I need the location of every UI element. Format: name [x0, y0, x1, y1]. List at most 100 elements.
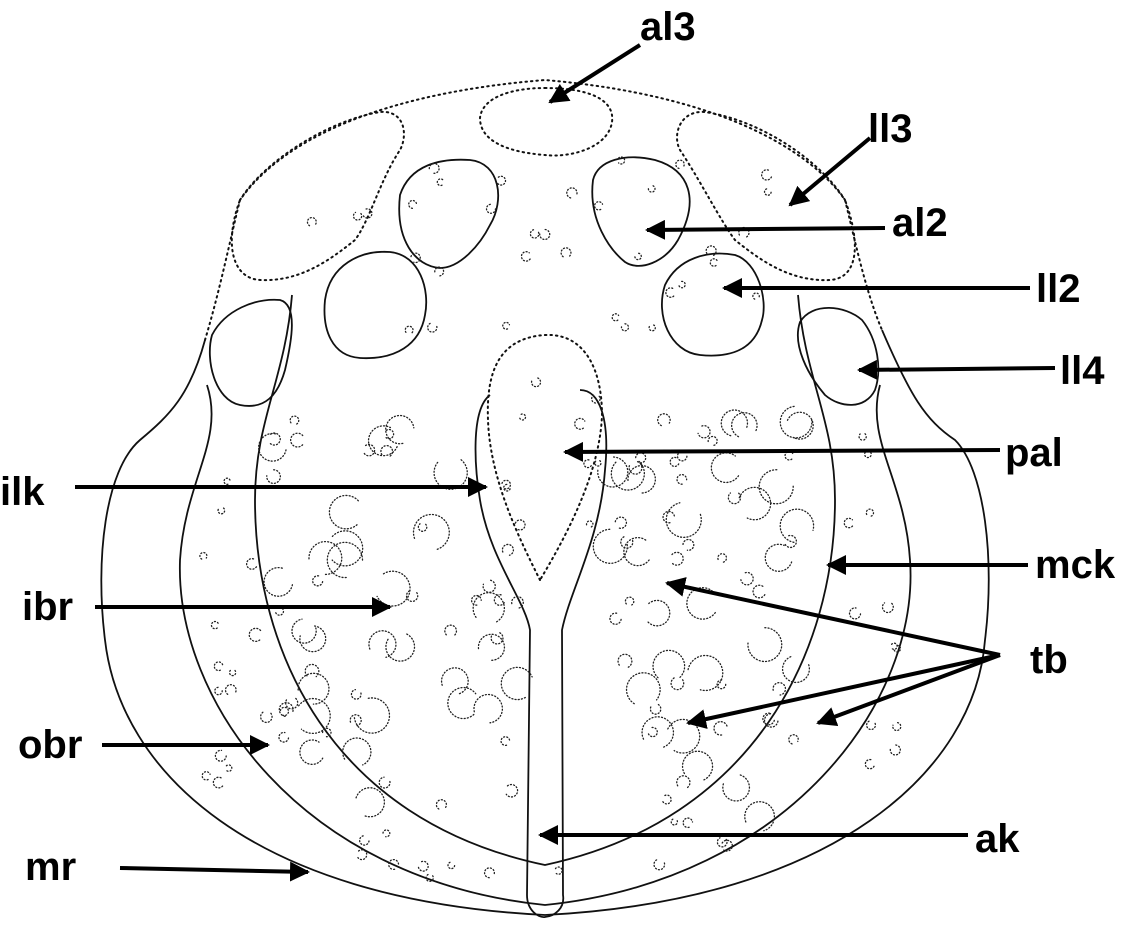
tubercle-pit — [707, 435, 718, 447]
tubercle-pit — [417, 523, 428, 532]
tubercle-pit — [291, 618, 317, 644]
median-keel — [474, 389, 608, 918]
tubercle-pit — [382, 829, 391, 838]
label-ilk: ilk — [0, 470, 45, 514]
tubercle-pit — [225, 764, 233, 772]
tubercle-pit — [761, 169, 773, 181]
tubercle-pit — [671, 551, 684, 566]
tubercle-pit — [482, 579, 496, 593]
tubercle-pit — [352, 211, 363, 221]
al2-arrow — [645, 219, 886, 240]
tubercle-pit — [490, 632, 504, 645]
tubercle-pit — [593, 201, 604, 211]
tubercle-pit — [717, 553, 728, 563]
label-ak: ak — [975, 817, 1020, 861]
tubercle-pit — [378, 776, 391, 789]
tubercle-pit — [788, 734, 799, 745]
tubercle-pit — [624, 596, 635, 606]
tubercle-pit — [647, 726, 658, 738]
ll4-arrow — [857, 359, 1056, 380]
tubercle-pit — [367, 425, 398, 457]
tubercle-pit — [866, 720, 877, 731]
tubercle-pit — [539, 228, 551, 241]
tubercle-pit — [410, 252, 421, 264]
tubercle-pit — [434, 266, 445, 277]
tubercle-pit — [502, 321, 511, 330]
tubercle-pit — [763, 188, 772, 196]
palmate-line-dotted — [486, 333, 604, 583]
tubercle-pit — [405, 590, 419, 603]
tubercle-pit — [646, 599, 671, 627]
tubercle-pit — [355, 787, 386, 818]
tubercle-pit — [865, 508, 875, 517]
tubercle-pit — [592, 528, 628, 564]
label-mr: mr — [25, 845, 76, 889]
tubercle-pit — [519, 413, 527, 421]
tubercle-pit — [328, 494, 361, 530]
tubercle-pit — [210, 620, 219, 630]
tubercle-pit — [263, 567, 294, 597]
al3-arrow — [548, 43, 642, 104]
tubercle-pit — [363, 443, 376, 457]
tubercle-pit — [641, 716, 675, 748]
tubercle-pit — [709, 258, 718, 267]
tubercle-pit — [298, 697, 331, 734]
mr-arrow — [119, 861, 310, 882]
tubercle-pit — [764, 543, 793, 572]
tubercle-pit — [665, 287, 675, 298]
tubercle-pit — [359, 835, 370, 846]
tubercle-pit — [752, 292, 760, 300]
tubercle-pit — [670, 818, 679, 826]
tubercle-pit — [720, 409, 749, 437]
tubercle-pit — [285, 697, 299, 710]
tubercle-pit — [648, 324, 656, 332]
tubercle-pit — [779, 508, 815, 543]
tubercle-pit — [617, 653, 633, 668]
tubercle-pit — [566, 187, 578, 199]
tubercle-pit — [670, 677, 685, 691]
tubercle-pit — [713, 721, 729, 736]
tubercle-pit — [889, 744, 901, 756]
tubercle-pit — [892, 721, 902, 732]
tubercle-pit — [368, 630, 397, 658]
tubercle-pit — [278, 731, 290, 743]
tubercle-pit — [385, 633, 416, 662]
tubercle-pit — [279, 706, 290, 717]
tubercle-pit — [514, 519, 526, 531]
tubercle-pit — [681, 750, 714, 781]
ll3-areole-left — [230, 110, 405, 282]
ll3-arrow — [788, 136, 872, 207]
tubercle-pit — [212, 776, 224, 789]
tubercle-pit — [260, 711, 273, 724]
tubercle-pit — [881, 602, 894, 614]
tubercle-pit — [609, 612, 622, 625]
tubercle-pit — [472, 592, 506, 623]
tubercle-pit — [380, 444, 394, 458]
tubercle-pit — [625, 672, 661, 705]
tubercle-pit — [297, 672, 330, 705]
tubercle-pit — [591, 394, 601, 404]
tubercle-pit — [444, 624, 458, 637]
tubercle-pit — [477, 633, 506, 661]
tubercle-pit — [682, 817, 694, 829]
head-margin-dotted — [204, 78, 883, 341]
tubercle-pit — [667, 718, 701, 754]
tubercle-pit — [594, 460, 602, 467]
tubercle-pit — [214, 749, 227, 762]
tubercle-pits — [199, 156, 902, 883]
tubercle-pit — [716, 679, 727, 690]
tubercle-pit — [440, 667, 469, 695]
tubercle-pit — [843, 517, 854, 529]
label-ll4: ll4 — [1060, 349, 1105, 393]
inner-brim-outline — [254, 294, 836, 866]
tubercle-pit — [893, 644, 902, 653]
tubercle-pit — [447, 686, 477, 720]
tubercle-pit — [716, 837, 728, 848]
tubercle-pit — [627, 465, 656, 494]
tubercle-pit — [214, 686, 223, 696]
tubercle-pit — [620, 323, 630, 332]
ll4-areole-right — [796, 307, 880, 406]
tubercle-pit — [727, 492, 742, 505]
